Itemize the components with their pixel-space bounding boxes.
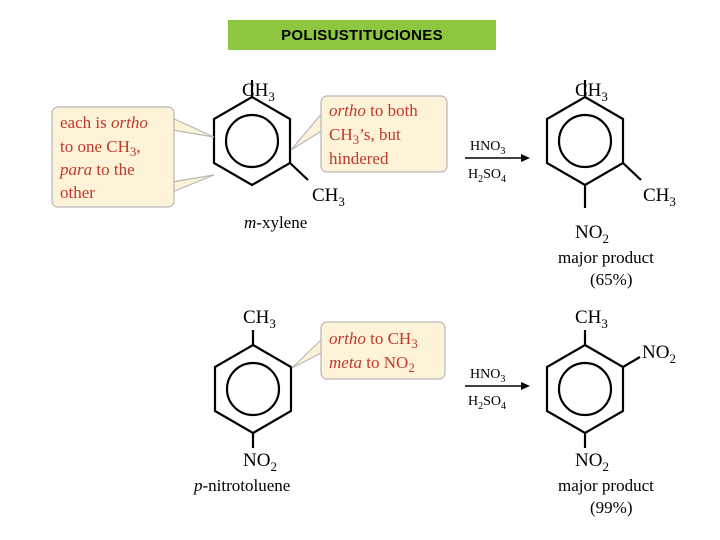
reagent-h2so4: H2SO4 bbox=[468, 394, 506, 412]
reaction-arrow-2: HNO3 H2SO4 bbox=[465, 367, 530, 412]
product-2-yield: (99%) bbox=[590, 498, 632, 517]
reagent-hno3: HNO3 bbox=[470, 367, 505, 385]
m-xylene-structure: CH3 CH3 m-xylene bbox=[212, 80, 345, 232]
callout-left: each is ortho to one CH3, para to the ot… bbox=[51, 106, 215, 208]
callout-right-line2: CH3’s, but bbox=[329, 125, 401, 147]
callout-line2: meta to NO2 bbox=[329, 353, 415, 375]
callout-box bbox=[320, 95, 448, 173]
page-title: POLISUSTITUCIONES bbox=[281, 26, 443, 44]
aromatic-circle bbox=[557, 361, 613, 417]
substituent-ch3-top: CH3 bbox=[575, 307, 608, 331]
arrow-head-icon bbox=[521, 154, 530, 162]
callout-left-line3: para to the bbox=[59, 160, 135, 179]
callout-right: ortho to both CH3’s, but hindered bbox=[290, 95, 448, 173]
bond-right bbox=[622, 356, 641, 368]
substituent-no2-bottom: NO2 bbox=[575, 450, 609, 474]
callout-right-line3: hindered bbox=[329, 149, 389, 168]
substituent-ch3-top: CH3 bbox=[242, 80, 275, 104]
substituent-ch3-right: CH3 bbox=[312, 185, 345, 209]
bond-right bbox=[622, 162, 642, 181]
substituent-ch3-top: CH3 bbox=[243, 307, 276, 331]
substituent-no2-right: NO2 bbox=[642, 342, 676, 366]
reactant-name-p-nitrotoluene: p-nitrotoluene bbox=[193, 476, 290, 495]
arrow-head-icon bbox=[521, 382, 530, 390]
callout-pointer-upper bbox=[171, 117, 215, 138]
callout-box bbox=[51, 106, 175, 208]
p-nitrotoluene-structure: CH3 NO2 p-nitrotoluene bbox=[193, 307, 293, 495]
product-1-yield: (65%) bbox=[590, 270, 632, 289]
aromatic-circle bbox=[557, 113, 613, 169]
aromatic-circle bbox=[225, 361, 281, 417]
bond-right bbox=[289, 162, 309, 181]
substituent-ch3-top: CH3 bbox=[575, 80, 608, 104]
benzene-ring bbox=[212, 95, 292, 187]
substituent-no2-bottom: NO2 bbox=[575, 222, 609, 246]
callout-reaction2: ortho to CH3 meta to NO2 bbox=[291, 321, 446, 380]
callout-pointer bbox=[291, 336, 324, 369]
product-1-label: major product bbox=[558, 248, 654, 267]
callout-pointer bbox=[290, 110, 324, 151]
title-banner: POLISUSTITUCIONES bbox=[228, 20, 496, 50]
product-2-label: major product bbox=[558, 476, 654, 495]
product-1-structure: CH3 CH3 NO2 major product (65%) bbox=[545, 80, 676, 289]
callout-left-line4: other bbox=[60, 183, 95, 202]
product-2-structure: CH3 NO2 NO2 major product (99%) bbox=[545, 307, 676, 517]
callout-line1: ortho to CH3 bbox=[329, 329, 418, 351]
callout-left-line2: to one CH3, bbox=[60, 137, 141, 159]
reagent-hno3: HNO3 bbox=[470, 139, 505, 157]
substituent-ch3-right: CH3 bbox=[643, 185, 676, 209]
substituent-no2-bottom: NO2 bbox=[243, 450, 277, 474]
callout-box bbox=[320, 321, 446, 380]
reaction-arrow-1: HNO3 H2SO4 bbox=[465, 139, 530, 185]
reactant-name-m-xylene: m-xylene bbox=[244, 213, 307, 232]
callout-left-line1: each is ortho bbox=[60, 113, 148, 132]
callout-pointer-lower bbox=[171, 174, 215, 193]
aromatic-circle bbox=[224, 113, 280, 169]
reagent-h2so4: H2SO4 bbox=[468, 167, 506, 185]
callout-right-line1: ortho to both bbox=[329, 101, 418, 120]
